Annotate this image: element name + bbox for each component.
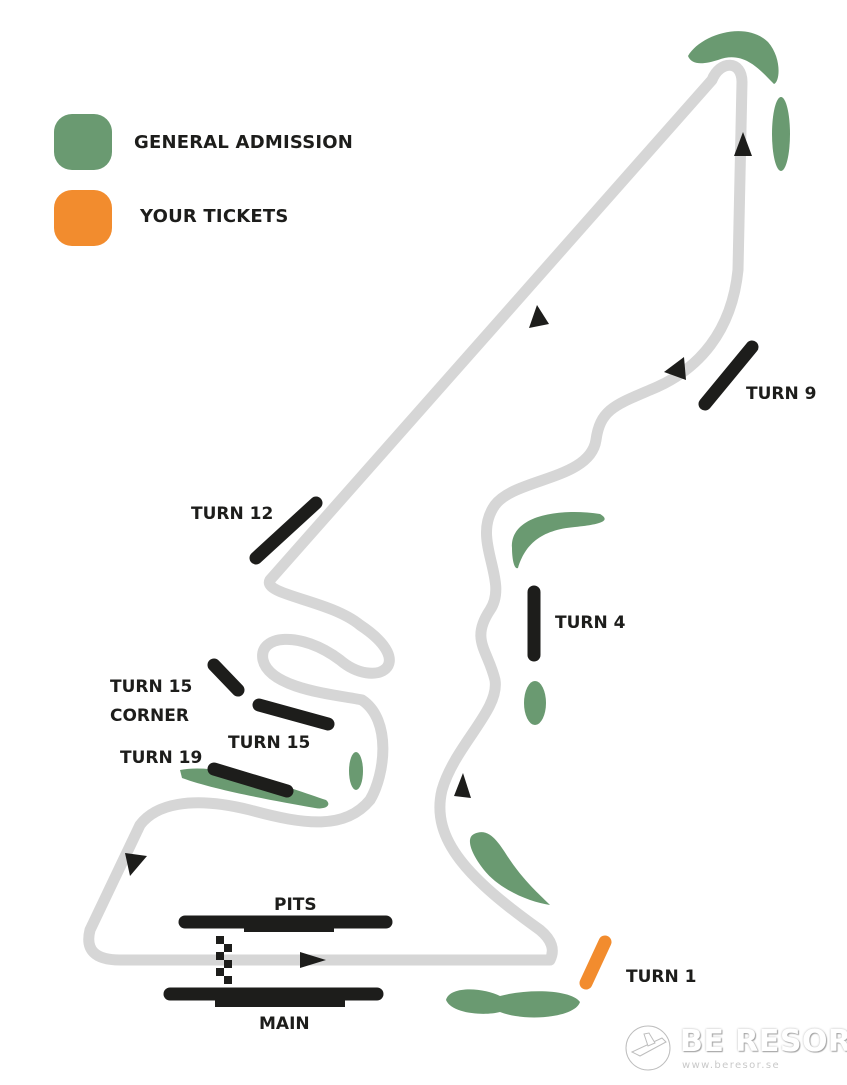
label-turn15-corner-line2: CORNER [110,706,189,726]
legend-label-your-tickets: YOUR TICKETS [140,206,289,227]
label-turn19: TURN 19 [120,748,202,768]
ga-area-turn3 [511,512,605,569]
direction-arrow-backstraight-down [529,305,549,328]
ga-area-turn5 [524,681,546,725]
brand-watermark: BE RESOR www.beresor.se [622,1020,847,1076]
ga-area-turn19 [180,768,329,809]
ga-area-turn2 [469,832,550,905]
direction-arrow-start [300,952,326,968]
grandstands [163,340,759,1001]
ga-area-turn11 [688,31,779,84]
label-turn9: TURN 9 [746,384,816,404]
brand-url: www.beresor.se [682,1060,781,1071]
ga-area-back-straight [772,97,790,171]
label-turn15-corner-line1: TURN 15 [110,677,192,697]
label-turn15: TURN 15 [228,733,310,753]
your-tickets-turn1 [579,935,612,990]
direction-arrow-turn3 [454,773,471,798]
legend-label-general-admission: GENERAL ADMISSION [134,132,354,153]
legend-swatch-general-admission [54,114,112,170]
pits-stand-tab [244,924,334,932]
label-pits: PITS [274,895,317,915]
direction-arrow-turn8 [664,357,686,380]
direction-arrow-backstraight-up [734,132,752,156]
direction-arrow-turn18 [125,853,147,876]
general-admission-areas [180,31,790,1018]
race-track [83,59,748,966]
grandstand-turn15-corner [207,658,245,697]
grandstand-turn15 [252,698,335,731]
grandstand-turn19 [207,762,294,798]
label-turn1: TURN 1 [626,967,696,987]
grandstand-turn12 [249,496,323,565]
label-turn4: TURN 4 [555,613,626,633]
start-finish-line [216,936,232,984]
label-turn12: TURN 12 [191,504,273,524]
brand-name: BE RESOR [680,1024,847,1059]
main-stand-tab [215,999,345,1007]
brand-logo-icon [623,1023,673,1073]
grandstand-turn9 [698,340,759,411]
ga-area-turn16 [349,752,363,790]
ga-area-turn1 [446,989,580,1018]
label-main: MAIN [259,1014,310,1034]
legend-swatch-your-tickets [54,190,112,246]
